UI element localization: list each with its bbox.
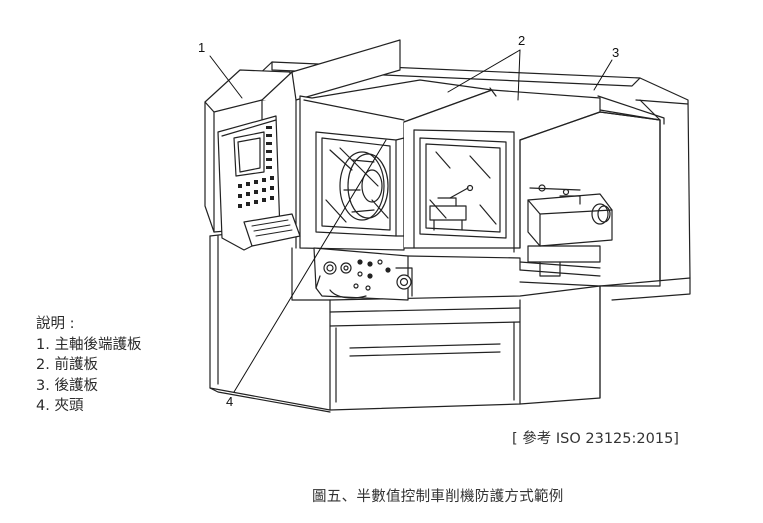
apron-panel — [313, 247, 521, 301]
reference-citation: [ 參考 ISO 23125:2015] — [512, 431, 679, 447]
callout-1: 1 — [198, 40, 205, 55]
legend-item: 2. 前護板 — [36, 357, 98, 373]
leader-lines — [209, 49, 613, 393]
figure-caption: 圖五、半數值控制車削機防護方式範例 — [312, 489, 564, 505]
legend: 說明 : 1. 主軸後端護板 2. 前護板 3. 後護板 4. 夾頭 — [36, 314, 141, 417]
callout-2: 2 — [518, 33, 525, 48]
callout-3: 3 — [612, 45, 619, 60]
tailstock-area — [519, 111, 661, 287]
legend-item: 3. 後護板 — [36, 377, 98, 394]
cnc-control-panel — [217, 115, 301, 251]
legend-item: 1. 主軸後端護板 — [36, 336, 142, 353]
front-guard-right — [403, 87, 601, 253]
legend-title: 說明 : — [36, 316, 75, 332]
callout-4: 4 — [226, 394, 233, 409]
legend-item: 4. 夾頭 — [36, 398, 84, 414]
